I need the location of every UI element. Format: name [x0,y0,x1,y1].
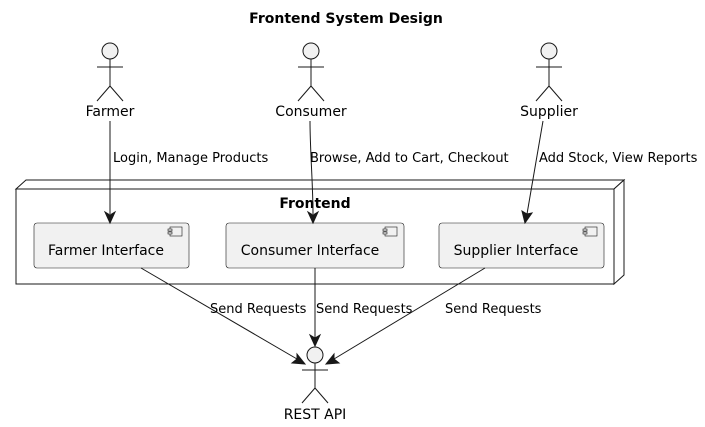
node-frontend-title: Frontend [279,196,350,212]
arrowhead [324,352,341,365]
actor-consumer-label: Consumer [275,104,347,120]
actor-rest-api[interactable]: REST API [284,346,347,423]
component-supplier-interface-label: Supplier Interface [454,243,579,259]
arrowhead [290,352,307,365]
actor-supplier[interactable]: Supplier [520,42,578,120]
actor-icon [297,42,325,102]
arrowhead [306,210,320,225]
component-consumer-interface-label: Consumer Interface [241,243,380,259]
edge-farmer-interface-to-api: Send Requests [140,267,307,365]
edge-supplier-to-interface-label: Add Stock, View Reports [539,151,698,166]
component-supplier-interface[interactable]: Supplier Interface [438,222,605,269]
diagram-title: Frontend System Design [249,11,443,27]
component-icon [582,226,598,237]
edge-farmer-to-interface: Login, Manage Products [103,121,268,225]
edge-supplier-interface-to-api-label: Send Requests [445,302,542,317]
edge-consumer-to-interface: Browse, Add to Cart, Checkout [306,120,509,225]
edge-consumer-interface-to-api-label: Send Requests [316,302,413,317]
actor-rest-api-label: REST API [284,407,347,423]
component-farmer-interface-label: Farmer Interface [48,243,164,259]
actor-icon [96,42,124,102]
edge-supplier-to-interface: Add Stock, View Reports [521,120,698,225]
node-frontend-side-face [613,178,625,286]
actor-consumer[interactable]: Consumer [275,42,347,120]
arrowhead [103,210,117,225]
component-icon [167,226,183,237]
arrowhead [521,209,534,225]
actor-icon [535,42,563,102]
edge-consumer-to-interface-label: Browse, Add to Cart, Checkout [310,151,509,166]
component-box [438,222,605,269]
actor-farmer-label: Farmer [86,104,135,120]
arrowhead [308,333,322,348]
edge-consumer-interface-to-api: Send Requests [308,268,413,348]
component-farmer-interface[interactable]: Farmer Interface [33,222,190,269]
actor-farmer[interactable]: Farmer [86,42,135,120]
edge-supplier-interface-to-api: Send Requests [324,267,542,365]
component-box [33,222,190,269]
component-icon [382,226,398,237]
edge-farmer-to-interface-label: Login, Manage Products [113,151,268,166]
actor-supplier-label: Supplier [520,104,578,120]
edge-farmer-interface-to-api-label: Send Requests [210,302,307,317]
actor-icon [301,346,329,404]
component-consumer-interface[interactable]: Consumer Interface [225,222,405,269]
